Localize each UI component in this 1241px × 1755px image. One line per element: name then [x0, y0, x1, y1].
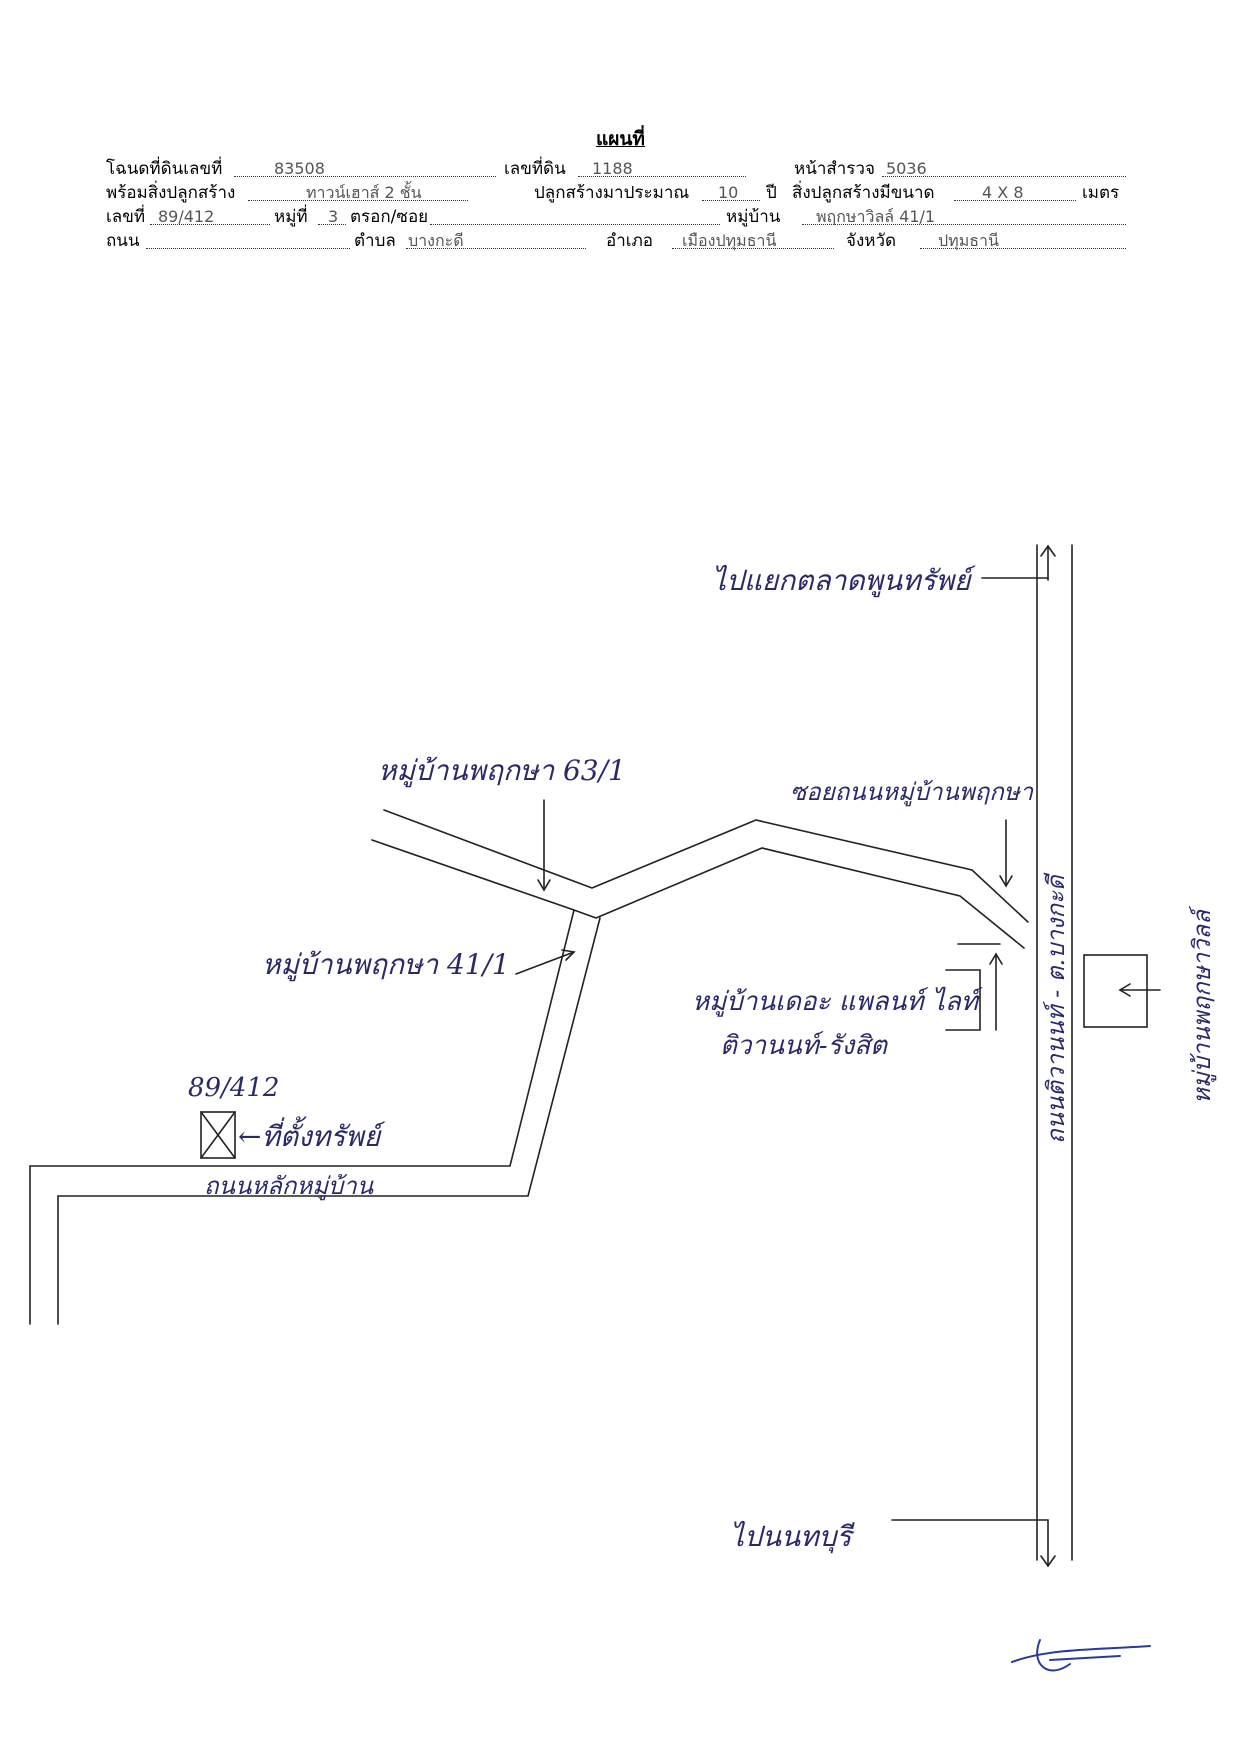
amphoe-label: อำเภอ — [606, 231, 653, 251]
label-the-plant-2: ติวานนท์-รังสิต — [720, 1031, 888, 1061]
soi-road-edge-lower — [371, 839, 1025, 949]
page-title: แผนที่ — [596, 128, 645, 150]
village-name: พฤกษาวิลล์ 41/1 — [816, 207, 936, 226]
house-no-label: เลขที่ — [106, 207, 146, 227]
form-row-address: เลขที่ 89/412 หมู่ที่ 3 ตรอก/ซอย หมู่บ้า… — [106, 204, 1126, 230]
village-label: หมู่บ้าน — [726, 207, 781, 227]
tambon-label: ตำบล — [354, 231, 396, 251]
building-size: 4 X 8 — [982, 183, 1024, 202]
amphoe-name: เมืองปทุมธานี — [682, 231, 777, 250]
size-label: สิ่งปลูกสร้างมีขนาด — [792, 183, 935, 203]
deed-number: 83508 — [274, 159, 325, 178]
arrow-the-plant-head — [989, 952, 1003, 965]
label-the-plant-1: หมู่บ้านเดอะ แพลนท์ ไลท์ — [692, 986, 983, 1017]
moo-number: 3 — [328, 207, 339, 226]
built-label: ปลูกสร้างมาประมาณ — [534, 183, 690, 203]
signature — [1011, 1639, 1151, 1672]
village-road-edge-inner — [57, 917, 601, 1325]
arrow-village-411 — [515, 951, 575, 975]
province-label: จังหวัด — [846, 231, 897, 251]
arrow-village-631-head — [537, 879, 551, 892]
arrow-village-411-head — [561, 949, 576, 961]
tambon-name: บางกะดี — [408, 231, 464, 250]
soi-label: ตรอก/ซอย — [350, 207, 429, 227]
size-unit: เมตร — [1082, 183, 1120, 203]
opposite-village-box — [1083, 954, 1148, 1028]
label-to-junction: ไปแยกตลาดพูนทรัพย์ — [712, 564, 976, 598]
label-to-nonthaburi: ไปนนทบุรี — [730, 1520, 855, 1554]
land-number: 1188 — [592, 159, 633, 178]
label-property-number: 89/412 — [188, 1073, 279, 1103]
label-village-411: หมู่บ้านพฤกษา 41/1 — [262, 948, 510, 982]
moo-label: หมู่ที่ — [274, 207, 308, 227]
form-row-location: ถนน ตำบล บางกะดี อำเภอ เมืองปทุมธานี จัง… — [106, 228, 1126, 254]
arrow-soi-road-head — [999, 875, 1013, 888]
label-property-location: ←ที่ตั้งทรัพย์ — [238, 1116, 386, 1153]
road-label: ถนน — [106, 231, 140, 251]
south-arrow-head — [1040, 1555, 1056, 1568]
property-box-cross-2 — [200, 1111, 236, 1159]
soi-road-edge-upper — [383, 809, 1029, 923]
label-opposite-village: หมู่บ้านพฤกษาวิลล์ — [1188, 905, 1217, 1104]
label-village-main-road: ถนนหลักหมู่บ้าน — [204, 1172, 374, 1201]
arrow-the-plant-bracket — [945, 969, 981, 1031]
built-years: 10 — [718, 183, 739, 202]
arrow-opposite-village-head — [1118, 983, 1131, 997]
survey-page-number: 5036 — [886, 159, 927, 178]
house-number: 89/412 — [158, 207, 215, 226]
village-road-edge-outer — [29, 909, 575, 1325]
building-type: ทาวน์เฮาส์ 2 ชั้น — [306, 183, 422, 202]
deed-label: โฉนดที่ดินเลขที่ — [106, 159, 223, 179]
survey-page-label: หน้าสำรวจ — [794, 159, 875, 179]
form-row-deed: โฉนดที่ดินเลขที่ 83508 เลขที่ดิน 1188 หน… — [106, 156, 1126, 182]
form-row-building: พร้อมสิ่งปลูกสร้าง ทาวน์เฮาส์ 2 ชั้น ปลู… — [106, 180, 1126, 206]
label-soi-road: ซอยถนนหมู่บ้านพฤกษา — [790, 778, 1035, 807]
north-arrow-head — [1040, 544, 1056, 557]
building-label: พร้อมสิ่งปลูกสร้าง — [106, 183, 236, 203]
label-village-631: หมู่บ้านพฤกษา 63/1 — [378, 754, 626, 788]
year-unit: ปี — [766, 183, 777, 203]
property-box — [200, 1111, 236, 1159]
land-no-label: เลขที่ดิน — [504, 159, 566, 179]
province-name: ปทุมธานี — [938, 231, 999, 250]
label-main-road: ถนนติวานนท์ - ต.บางกะดี — [1042, 872, 1070, 1144]
